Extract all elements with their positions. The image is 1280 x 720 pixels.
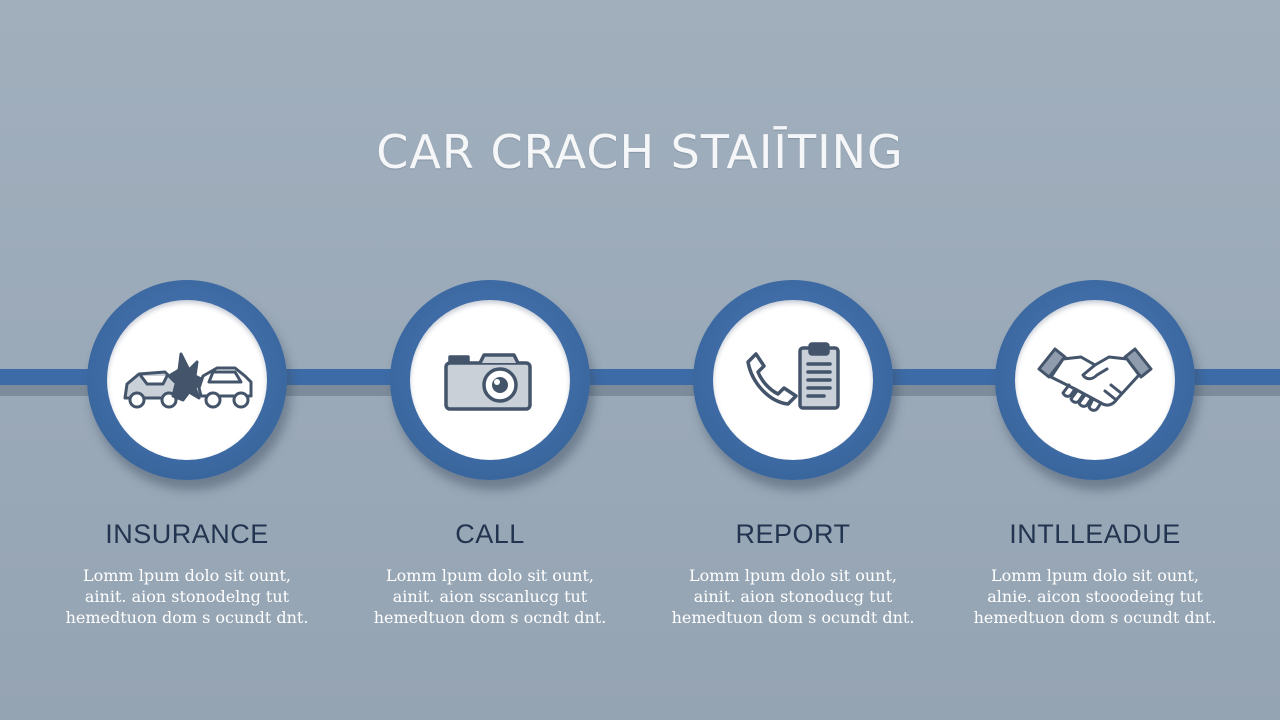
step-intlleadue: INTLLEADUE Lomm lpum dolo sit ount, alni…	[974, 280, 1216, 640]
step-description: Lomm lpum dolo sit ount, alnie. aicon st…	[945, 565, 1245, 628]
step-disc	[713, 300, 873, 460]
step-label: INTLLEADUE	[1009, 519, 1181, 549]
step-description: Lomm lpum dolo sit ount, ainit. aion ssc…	[340, 565, 640, 628]
step-report: REPORT Lomm lpum dolo sit ount, ainit. a…	[672, 280, 914, 640]
description-line: Lomm lpum dolo sit ount,	[386, 566, 594, 585]
description-line: Lomm lpum dolo sit ount,	[83, 566, 291, 585]
step-insurance: INSURANCE Lomm lpum dolo sit ount, ainit…	[66, 280, 308, 640]
description-line: ainit. aion stonoducg tut	[693, 587, 893, 606]
step-call: CALL Lomm lpum dolo sit ount, ainit. aio…	[374, 280, 606, 640]
description-line: Lomm lpum dolo sit ount,	[689, 566, 897, 585]
step-ring	[693, 280, 893, 480]
description-line: ainit. aion stonodelng tut	[84, 587, 290, 606]
step-disc	[1015, 300, 1175, 460]
camera-icon	[444, 353, 532, 411]
step-ring	[87, 280, 287, 480]
step-description: Lomm lpum dolo sit ount, ainit. aion sto…	[37, 565, 337, 628]
step-ring	[995, 280, 1195, 480]
description-line: ainit. aion sscanlucg tut	[392, 587, 588, 606]
handshake-icon	[1037, 347, 1153, 412]
step-label: REPORT	[735, 519, 851, 549]
description-line: hemedtuon dom s ocundt dnt.	[973, 608, 1217, 627]
step-disc	[410, 300, 570, 460]
step-ring	[390, 280, 590, 480]
description-line: alnie. aicon stooodeing tut	[987, 587, 1203, 606]
timeline-line-shadow	[0, 383, 1280, 396]
step-label: INSURANCE	[105, 519, 269, 549]
car-crash-icon	[123, 352, 253, 409]
description-line: hemedtuon dom s ocundt dnt.	[65, 608, 309, 627]
description-line: hemedtuon dom s ocndt dnt.	[373, 608, 607, 627]
step-label: CALL	[455, 519, 525, 549]
step-description: Lomm lpum dolo sit ount, ainit. aion sto…	[643, 565, 943, 628]
description-line: hemedtuon dom s ocundt dnt.	[671, 608, 915, 627]
diagram-title: CAR CRACH STAIĪTING	[376, 125, 904, 179]
description-line: Lomm lpum dolo sit ount,	[991, 566, 1199, 585]
step-disc	[107, 300, 267, 460]
timeline-line	[0, 369, 1280, 385]
phone-clipboard-icon	[746, 342, 840, 410]
